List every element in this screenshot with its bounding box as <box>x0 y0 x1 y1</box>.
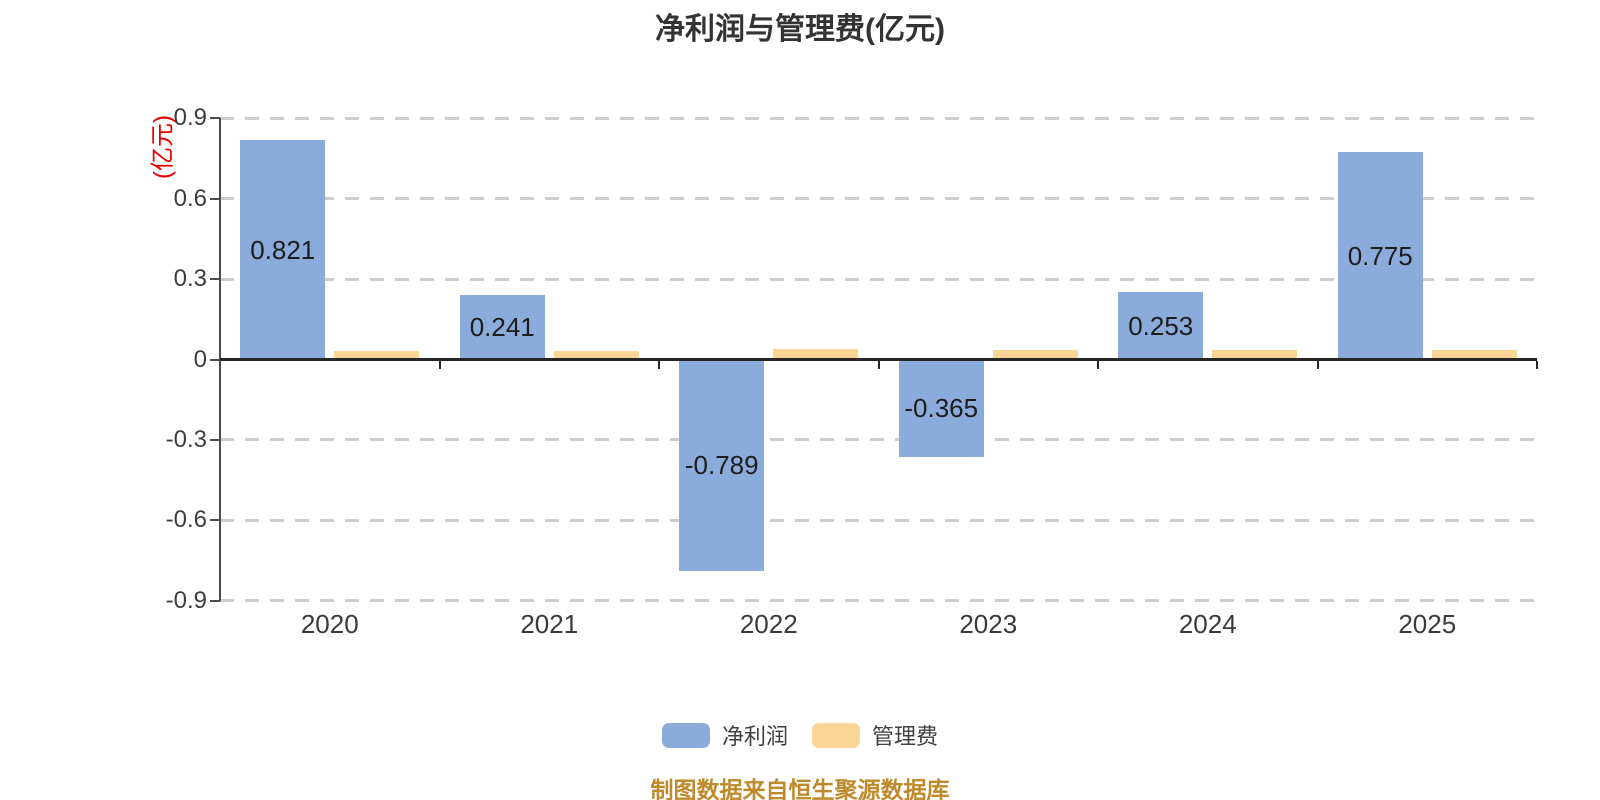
bar-value-label: 0.775 <box>1347 240 1413 271</box>
h-gridline <box>220 518 1537 522</box>
y-axis-tick-mark <box>210 197 220 200</box>
y-axis-tick-label: -0.6 <box>165 506 207 534</box>
y-axis-tick-mark <box>210 438 220 441</box>
y-axis-tick-label: 0.6 <box>173 184 207 212</box>
net-profit-bar-2024[interactable] <box>1118 291 1204 360</box>
x-axis-tick-mark <box>1097 361 1099 369</box>
legend-label-net-profit: 净利润 <box>721 724 788 749</box>
x-category-label: 2025 <box>1398 609 1457 639</box>
data-source-note: 制图数据来自恒生聚源数据库 <box>650 777 950 800</box>
mgmt-fee-bar-2024[interactable] <box>1212 350 1298 360</box>
bar-value-label: -0.789 <box>684 450 759 481</box>
y-axis-tick-mark <box>210 117 220 120</box>
x-axis-tick-mark <box>438 361 441 369</box>
bar-value-label: -0.365 <box>904 393 979 424</box>
y-axis-tick-label: 0 <box>193 345 207 373</box>
bar-value-label: 0.253 <box>1128 310 1194 341</box>
legend-item-net-profit[interactable]: 净利润 <box>661 719 788 751</box>
y-axis-tick-label: 0.3 <box>173 265 207 293</box>
mgmt-fee-bar-2025[interactable] <box>1431 349 1517 360</box>
chart-title: 净利润与管理费(亿元) <box>655 13 945 46</box>
bar-value-label: 0.241 <box>469 312 535 343</box>
x-category-label: 2022 <box>739 609 798 639</box>
x-axis-tick-mark <box>877 361 880 369</box>
x-category-label: 2020 <box>300 609 359 639</box>
mgmt-fee-bar-2020[interactable] <box>334 350 420 360</box>
y-axis-tick-mark <box>210 358 220 361</box>
net-profit-bar-2023[interactable] <box>898 361 984 458</box>
mgmt-fee-bar-2022[interactable] <box>773 348 859 360</box>
net-profit-bar-2025[interactable] <box>1337 151 1423 360</box>
net-profit-bar-2022[interactable] <box>679 361 765 571</box>
net-profit-swatch-icon <box>661 722 710 748</box>
x-category-label: 2021 <box>520 609 579 639</box>
y-axis-tick-label: -0.3 <box>165 425 207 453</box>
x-category-label: 2024 <box>1178 609 1237 639</box>
y-axis-tick-mark <box>210 519 220 522</box>
net-profit-bar-2020[interactable] <box>240 139 326 360</box>
y-axis-tick-label: 0.9 <box>173 104 207 132</box>
x-axis-tick-mark <box>1316 361 1319 369</box>
mgmt-fee-bar-2023[interactable] <box>992 349 1078 360</box>
zero-axis-line <box>220 358 1537 361</box>
bar-value-label: 0.821 <box>250 234 316 265</box>
h-gridline <box>220 277 1537 281</box>
y-axis-tick-label: -0.9 <box>165 586 207 614</box>
net-profit-bar-2021[interactable] <box>459 294 545 360</box>
mgmt-fee-bar-2021[interactable] <box>553 350 639 360</box>
h-gridline <box>220 116 1537 120</box>
h-gridline <box>220 197 1537 201</box>
y-axis-tick-mark <box>210 599 220 602</box>
legend-label-mgmt-fee: 管理费 <box>872 724 939 749</box>
legend: 净利润 管理费 <box>0 719 1600 751</box>
x-axis-tick-mark <box>1536 361 1538 369</box>
h-gridline <box>220 599 1537 603</box>
x-axis-tick-mark <box>658 361 660 369</box>
x-category-label: 2023 <box>959 609 1018 639</box>
legend-item-mgmt-fee[interactable]: 管理费 <box>812 719 938 751</box>
y-axis-tick-mark <box>210 278 220 281</box>
mgmt-fee-swatch-icon <box>812 722 860 748</box>
h-gridline <box>220 438 1537 442</box>
